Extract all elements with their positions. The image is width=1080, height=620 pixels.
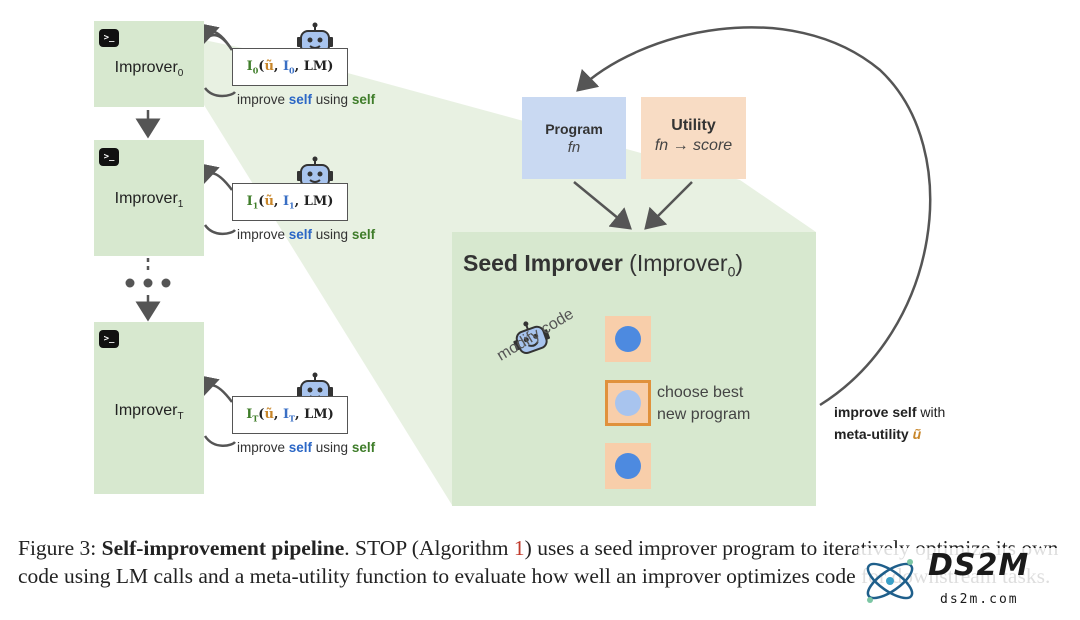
lm-call-box-1: I1(ũ, I1, LM) (232, 183, 348, 221)
atom-logo-icon (866, 559, 914, 603)
self-loop-1 (195, 162, 233, 191)
utility-box: Utility fn → score (641, 97, 746, 179)
terminal-icon: >_ (99, 330, 119, 348)
candidate-program (605, 443, 651, 489)
utility-title: Utility (671, 117, 716, 134)
improver-0-box: >_ Improver0 (94, 21, 204, 107)
watermark-text: DS2M (928, 548, 1030, 583)
program-title: Program (545, 121, 603, 137)
robot-icon (513, 321, 550, 355)
self-loop-T (195, 374, 233, 403)
terminal-icon: >_ (99, 148, 119, 166)
terminal-icon: >_ (99, 29, 119, 47)
seed-improver-title: Seed Improver (Improver0) (463, 250, 744, 280)
zoom-wedge (204, 40, 816, 505)
ellipsis-dot (161, 278, 171, 288)
improver-1-box: >_ Improver1 (94, 140, 204, 256)
program-subtitle: fn (567, 139, 581, 156)
improve-self-text-1: improve self using self (237, 227, 376, 242)
candidate-program (605, 316, 651, 362)
improve-self-text-0: improve self using self (237, 92, 376, 107)
watermark-url: ds2m.com (940, 592, 1019, 607)
improver-T-label: ImproverT (114, 402, 184, 423)
ds2m-watermark: DS2M ds2m.com (858, 548, 1068, 614)
lm-call-box-T: IT(ũ, IT, LM) (232, 396, 348, 434)
robot-icon (297, 22, 333, 54)
ellipsis-dot (143, 278, 153, 288)
improve-self-text-T: improve self using self (237, 440, 376, 455)
improver-1-label: Improver1 (114, 190, 184, 211)
arrow-program-seed (573, 181, 632, 230)
improver-T-box: >_ ImproverT (94, 322, 204, 494)
meta-utility-label: improve self with meta-utility ũ (834, 404, 946, 442)
choose-best-label: choose best new program (657, 384, 751, 423)
algorithm-reference-link[interactable]: 1 (513, 536, 525, 560)
improver-0-label: Improver0 (114, 59, 184, 80)
lm-call-box-0: I0(ũ, I0, LM) (232, 48, 348, 86)
meta-loop-arrow (576, 26, 932, 407)
ellipsis-dot (125, 278, 135, 288)
arrow-utility-seed (644, 181, 693, 230)
utility-subtitle: fn → score (654, 137, 733, 154)
best-candidate-program (605, 380, 651, 426)
program-box: Program fn (522, 97, 626, 179)
